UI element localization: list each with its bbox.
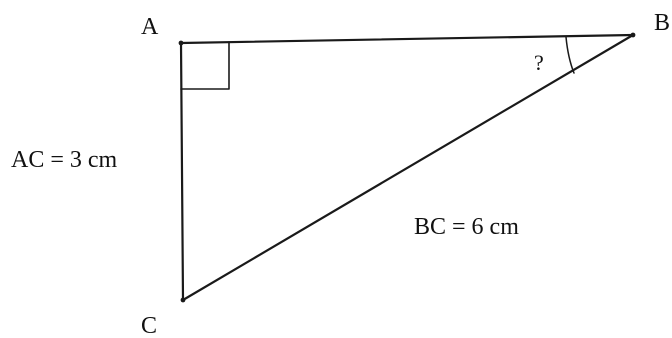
- label-bc-length: BC = 6 cm: [414, 214, 519, 240]
- vertex-dot-b: [631, 33, 636, 38]
- right-angle-marker: [181, 42, 229, 89]
- side-bc: [183, 35, 633, 300]
- vertex-dot-c: [181, 298, 186, 303]
- label-ac-length: AC = 3 cm: [11, 147, 118, 173]
- side-ab: [181, 35, 633, 43]
- vertex-dot-a: [179, 41, 184, 46]
- vertex-label-b: B: [654, 10, 670, 36]
- vertex-label-c: C: [141, 313, 157, 338]
- angle-arc-b: [566, 37, 574, 73]
- vertex-label-a: A: [141, 14, 159, 40]
- side-ac: [181, 43, 183, 300]
- unknown-angle-label: ?: [534, 50, 544, 75]
